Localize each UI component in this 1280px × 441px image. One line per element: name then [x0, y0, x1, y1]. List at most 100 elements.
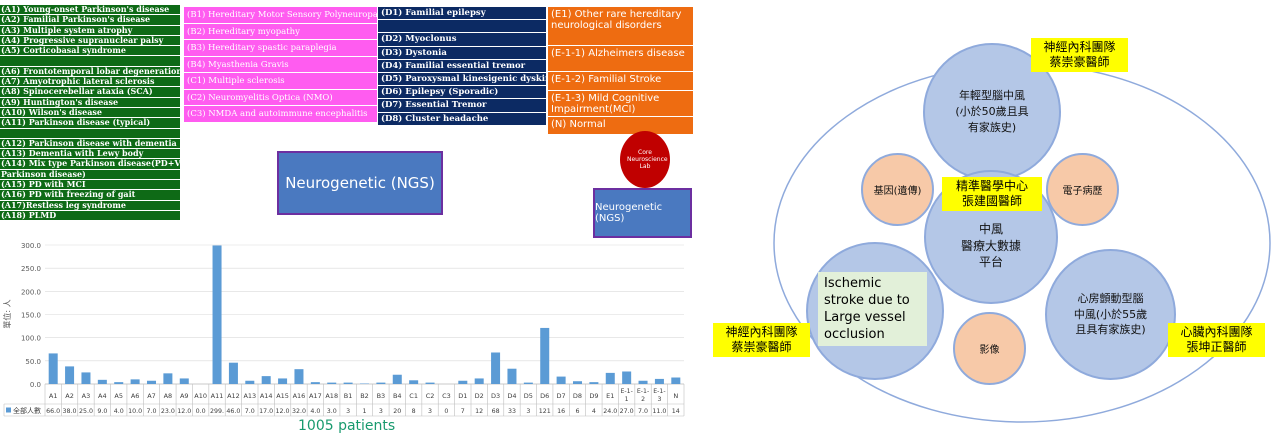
precision-center-text: 精準醫學中心 張建國醫師 — [955, 179, 1028, 208]
data-value-label: 3 — [379, 408, 383, 415]
data-value-label: 121 — [539, 408, 551, 415]
bar — [572, 381, 583, 384]
data-value-label: 9.0 — [97, 408, 107, 415]
x-tick-label: E1 — [606, 392, 614, 400]
bar — [392, 374, 402, 384]
bar — [310, 382, 320, 384]
category-item: (C1) Multiple sclerosis — [184, 73, 377, 90]
bar — [556, 376, 566, 384]
bar — [605, 372, 615, 384]
x-tick-label: D8 — [573, 392, 582, 400]
data-value-label: 0.0 — [196, 408, 206, 415]
x-tick-label: A14 — [260, 392, 273, 400]
category-list-b: (B1) Hereditary Motor Sensory Polyneurop… — [184, 7, 377, 123]
x-tick-label: A2 — [65, 392, 74, 400]
category-item: (D6) Epilepsy (Sporadic) — [378, 86, 546, 100]
x-tick-label: B1 — [344, 392, 353, 400]
data-value-label: 3 — [428, 408, 432, 415]
category-item: (N) Normal — [548, 117, 693, 135]
category-item: (B2) Hereditary myopathy — [184, 24, 377, 40]
x-tick-label: A17 — [309, 392, 322, 400]
category-item: (B4) Myasthenia Gravis — [184, 57, 377, 73]
category-item: (D8) Cluster headache — [378, 113, 546, 126]
category-item: (A6) Frontotemporal lobar degeneration — [0, 66, 180, 78]
data-value-label: 3.0 — [327, 408, 337, 415]
ngs-center-label: Neurogenetic (NGS) — [285, 174, 435, 192]
imaging-circle: 影像 — [953, 312, 1026, 385]
data-value-label: 16 — [557, 408, 565, 415]
bar — [343, 382, 353, 384]
x-tick-label: A9 — [180, 392, 189, 400]
category-item: (A13) Dementia with Lewy body — [0, 149, 180, 160]
x-tick-label: D7 — [557, 392, 566, 400]
category-list-e: (E1) Other rare hereditary neurological … — [548, 7, 693, 135]
x-tick-label: E-1- — [637, 388, 649, 395]
bar — [163, 373, 173, 384]
category-item — [0, 56, 180, 67]
precision-center-tag: 精準醫學中心 張建國醫師 — [942, 177, 1042, 211]
team-top-text: 神經內科團隊 蔡崇豪醫師 — [1043, 40, 1116, 69]
y-tick-label: 50.0 — [25, 358, 41, 366]
category-item: (A4) Progressive supranuclear palsy — [0, 36, 180, 47]
bar — [81, 372, 91, 384]
bar — [212, 245, 222, 384]
category-item: (E1) Other rare hereditary neurological … — [548, 7, 693, 46]
category-item: (A17)Restless leg syndrome — [0, 201, 180, 211]
bar — [491, 352, 501, 384]
bar — [654, 378, 664, 384]
team-left-tag: 神經內科團隊 蔡崇豪醫師 — [713, 323, 810, 357]
category-item: (A12) Parkinson disease with dementia — [0, 139, 180, 150]
data-value-label: 66.0 — [46, 408, 60, 415]
ngs-center-box: Neurogenetic (NGS) — [277, 151, 443, 215]
team-left-text: 神經內科團隊 蔡崇豪醫師 — [725, 325, 798, 354]
category-item: (A11) Parkinson disease (typical) — [0, 118, 180, 129]
data-value-label: 27.0 — [620, 408, 634, 415]
bar — [540, 327, 550, 384]
data-value-label: 38.0 — [63, 408, 77, 415]
data-value-label: 24.0 — [603, 408, 617, 415]
bar — [97, 379, 107, 384]
category-item — [378, 20, 546, 34]
category-item: (A8) Spinocerebellar ataxia (SCA) — [0, 87, 180, 98]
data-value-label: 3 — [346, 408, 350, 415]
x-tick-label: D5 — [524, 392, 533, 400]
category-item: (A10) Wilson's disease — [0, 108, 180, 119]
x-tick-label: 1 — [625, 396, 629, 403]
x-tick-label: A6 — [131, 392, 140, 400]
data-value-label: 11.0 — [652, 408, 666, 415]
category-item: (D5) Paroxysmal kinesigenic dyskinesia — [378, 73, 546, 87]
category-item: (D2) Myoclonus — [378, 33, 546, 47]
data-value-label: 7.0 — [146, 408, 156, 415]
bar — [179, 378, 189, 384]
x-tick-label: C1 — [409, 392, 418, 400]
x-tick-label: A8 — [164, 392, 173, 400]
y-tick-label: 250.0 — [21, 265, 41, 273]
data-value-label: 4.0 — [114, 408, 124, 415]
gene-label: 基因(遺傳) — [873, 186, 922, 197]
x-tick-label: C2 — [426, 392, 435, 400]
bar — [425, 382, 435, 384]
bar — [622, 371, 632, 384]
x-tick-label: E-1- — [653, 388, 665, 395]
x-tick-label: B3 — [377, 392, 386, 400]
category-item: (D4) Familial essential tremor — [378, 60, 546, 73]
category-item: (A1) Young-onset Parkinson's disease — [0, 5, 180, 16]
x-tick-label: A5 — [114, 392, 123, 400]
data-value-label: 1 — [362, 408, 366, 415]
category-item: (E-1-2) Familial Stroke — [548, 72, 693, 91]
ischemic-stroke-box: Ischemic stroke due to Large vessel occl… — [818, 272, 927, 346]
x-tick-label: A7 — [147, 392, 156, 400]
x-tick-label: A10 — [194, 392, 207, 400]
bar — [278, 378, 288, 384]
category-item: (A2) Familial Parkinson's disease — [0, 15, 180, 26]
x-tick-label: D1 — [458, 392, 467, 400]
bar — [114, 382, 124, 384]
big-data-text: 中風 醫療大數據 平台 — [960, 221, 1021, 270]
x-tick-label: A12 — [227, 392, 240, 400]
bar — [228, 362, 238, 384]
x-tick-label: 3 — [657, 396, 661, 403]
category-item: (A5) Corticobasal syndrome — [0, 46, 180, 57]
bar — [474, 378, 484, 384]
team-top-tag: 神經內科團隊 蔡崇豪醫師 — [1031, 38, 1128, 72]
y-axis-label: 單位: 人 — [2, 299, 12, 328]
